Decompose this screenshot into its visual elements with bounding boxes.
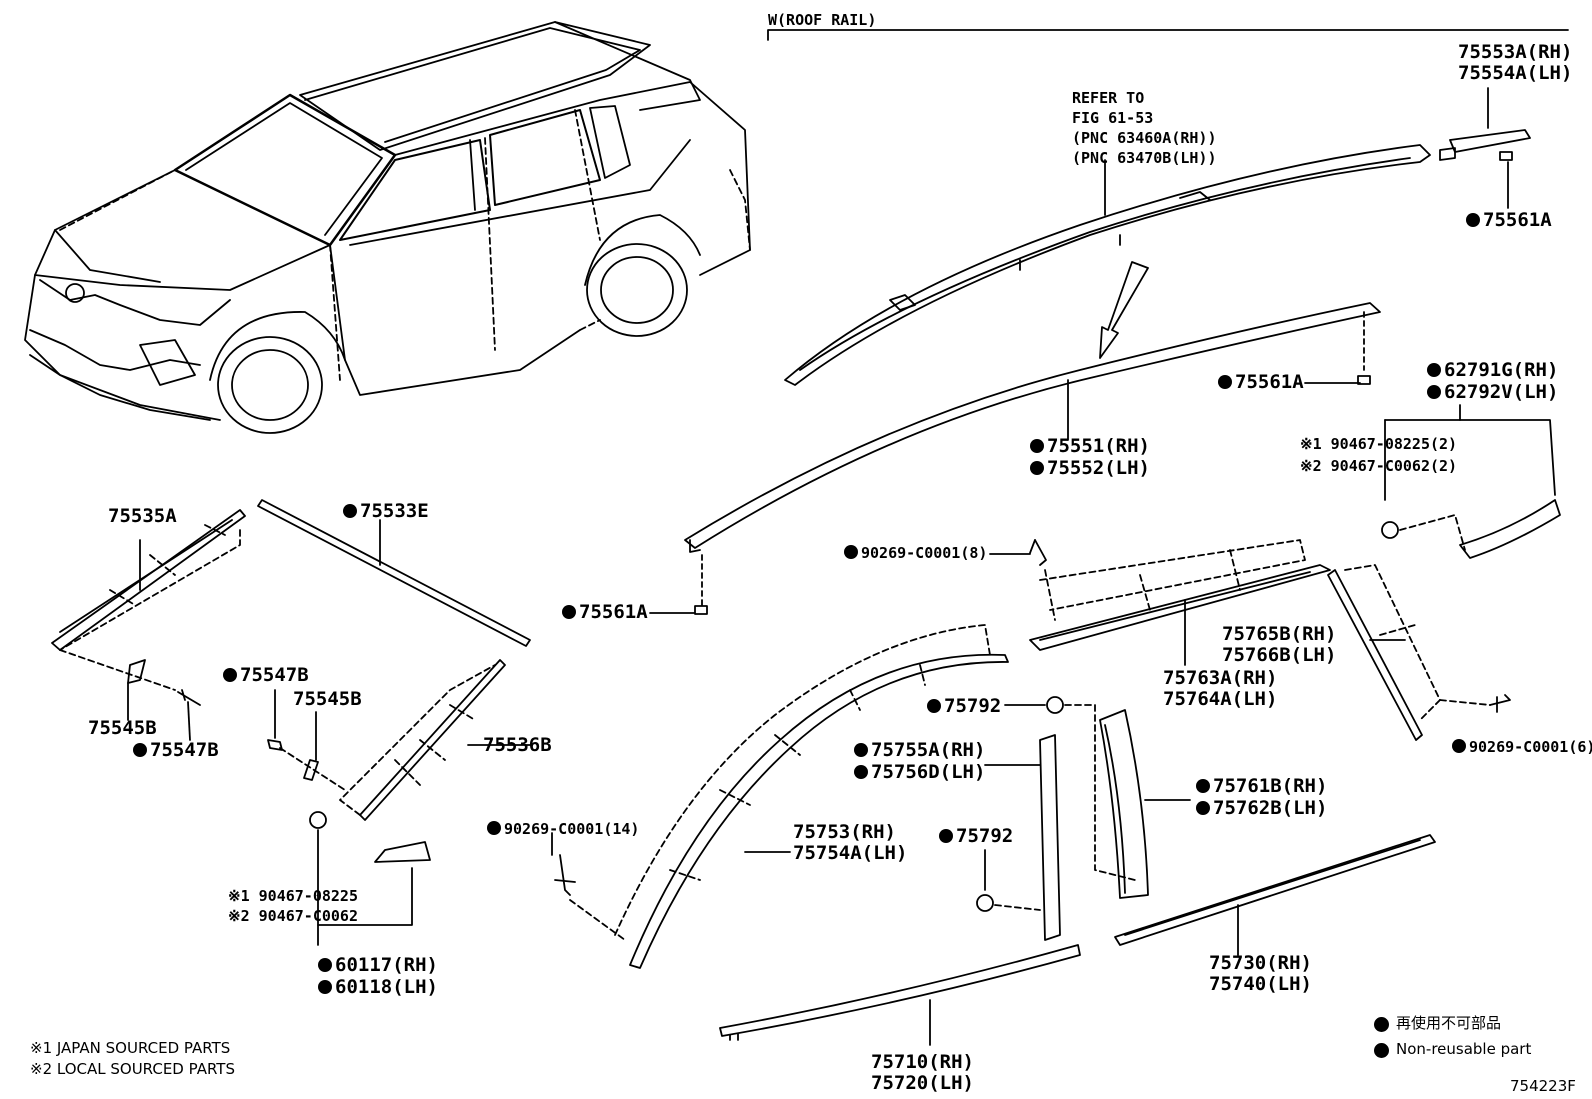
part-label-75763A: 75763A(RH) [1163, 667, 1278, 689]
part-label-75561A-mid: 75561A [1218, 372, 1304, 393]
part-label-75561A-top: 75561A [1466, 210, 1552, 231]
non-reusable-mark [133, 743, 147, 757]
part-label-60117: 60117(RH) [318, 955, 438, 976]
part-label-75761B: 75761B(RH) [1196, 776, 1327, 797]
non-reusable-mark [223, 668, 237, 682]
part-label-75710: 75710(RH) [871, 1051, 974, 1073]
non-reusable-mark [487, 821, 501, 835]
roof-rail-part [784, 144, 1431, 386]
non-reusable-mark [1030, 439, 1044, 453]
legend-dot-jp [1374, 1017, 1389, 1032]
non-reusable-mark [844, 545, 858, 559]
part-label-90467-jp-2: ※1 90467-08225(2) [1300, 435, 1458, 453]
part-label-75766B: 75766B(LH) [1222, 644, 1337, 666]
part-label-75551: 75551(RH) [1030, 436, 1150, 457]
non-reusable-mark [854, 743, 868, 757]
part-label-62792V: 62792V(LH) [1427, 382, 1558, 403]
non-reusable-mark [1218, 375, 1232, 389]
non-reusable-mark [854, 765, 868, 779]
non-reusable-mark [927, 699, 941, 713]
legend-jp: 再使用不可部品 [1396, 1014, 1502, 1032]
part-label-75547B-upper: 75547B [223, 665, 309, 686]
part-label-75545B-upper: 75545B [293, 688, 362, 710]
part-label-75553A: 75553A(RH) [1458, 41, 1573, 63]
direction-arrow [1099, 261, 1149, 359]
part-label-75756D: 75756D(LH) [854, 762, 985, 783]
legend-en: Non-reusable part [1396, 1040, 1532, 1058]
part-label-75740: 75740(LH) [1209, 973, 1312, 995]
part-label-75545B-lower: 75545B [88, 717, 157, 739]
part-label-75764A: 75764A(LH) [1163, 688, 1278, 710]
non-reusable-mark [939, 829, 953, 843]
part-label-75720: 75720(LH) [871, 1072, 974, 1094]
roof-rail-header: W(ROOF RAIL) [768, 11, 877, 29]
part-label-62791G: 62791G(RH) [1427, 360, 1558, 381]
part-label-75792-upper: 75792 [927, 696, 1001, 717]
legend-dot-en [1374, 1043, 1389, 1058]
vehicle-illustration [24, 21, 751, 434]
non-reusable-mark [1427, 385, 1441, 399]
note-local-sourced: ※2 LOCAL SOURCED PARTS [30, 1060, 235, 1078]
part-label-90467-local-2: ※2 90467-C0062(2) [1300, 457, 1458, 475]
roof-rail-bracket [767, 29, 1569, 41]
part-label-75533E: 75533E [343, 501, 429, 522]
part-label-90467-jp: ※1 90467-08225 [228, 887, 358, 905]
non-reusable-mark [318, 980, 332, 994]
non-reusable-mark [318, 958, 332, 972]
part-label-60118: 60118(LH) [318, 977, 438, 998]
part-label-75730: 75730(RH) [1209, 952, 1312, 974]
part-label-90467-local: ※2 90467-C0062 [228, 907, 358, 925]
part-label-75536B: 75536B [483, 734, 552, 756]
refer-line-3: (PNC 63460A(RH)) [1072, 129, 1217, 147]
non-reusable-mark [1466, 213, 1480, 227]
roof-molding-75551 [684, 302, 1381, 553]
part-label-75765B: 75765B(RH) [1222, 623, 1337, 645]
part-label-75552: 75552(LH) [1030, 458, 1150, 479]
part-label-75554A: 75554A(LH) [1458, 62, 1573, 84]
non-reusable-mark [562, 605, 576, 619]
part-label-75547B-lower: 75547B [133, 740, 219, 761]
non-reusable-mark [1427, 363, 1441, 377]
part-label-75753: 75753(RH) [793, 821, 896, 843]
part-label-75535A: 75535A [108, 505, 177, 527]
refer-line-1: REFER TO [1072, 89, 1145, 107]
refer-line-4: (PNC 63470B(LH)) [1072, 149, 1217, 167]
non-reusable-mark [1452, 739, 1466, 753]
part-label-90269-14: 90269-C0001(14) [487, 819, 639, 839]
door-frame-molding-75753 [614, 624, 1009, 969]
non-reusable-mark [1030, 461, 1044, 475]
non-reusable-mark [1196, 801, 1210, 815]
part-label-75762B: 75762B(LH) [1196, 798, 1327, 819]
part-label-75792-lower: 75792 [939, 826, 1013, 847]
part-label-75561A-low: 75561A [562, 602, 648, 623]
refer-line-2: FIG 61-53 [1072, 109, 1154, 127]
non-reusable-mark [343, 504, 357, 518]
figure-id: 754223F [1510, 1077, 1576, 1095]
part-label-75755A: 75755A(RH) [854, 740, 985, 761]
part-label-90269-6: 90269-C0001(6) [1452, 737, 1592, 757]
part-label-90269-8: 90269-C0001(8) [844, 543, 987, 563]
part-label-75754A: 75754A(LH) [793, 842, 908, 864]
note-japan-sourced: ※1 JAPAN SOURCED PARTS [30, 1039, 231, 1057]
non-reusable-mark [1196, 779, 1210, 793]
